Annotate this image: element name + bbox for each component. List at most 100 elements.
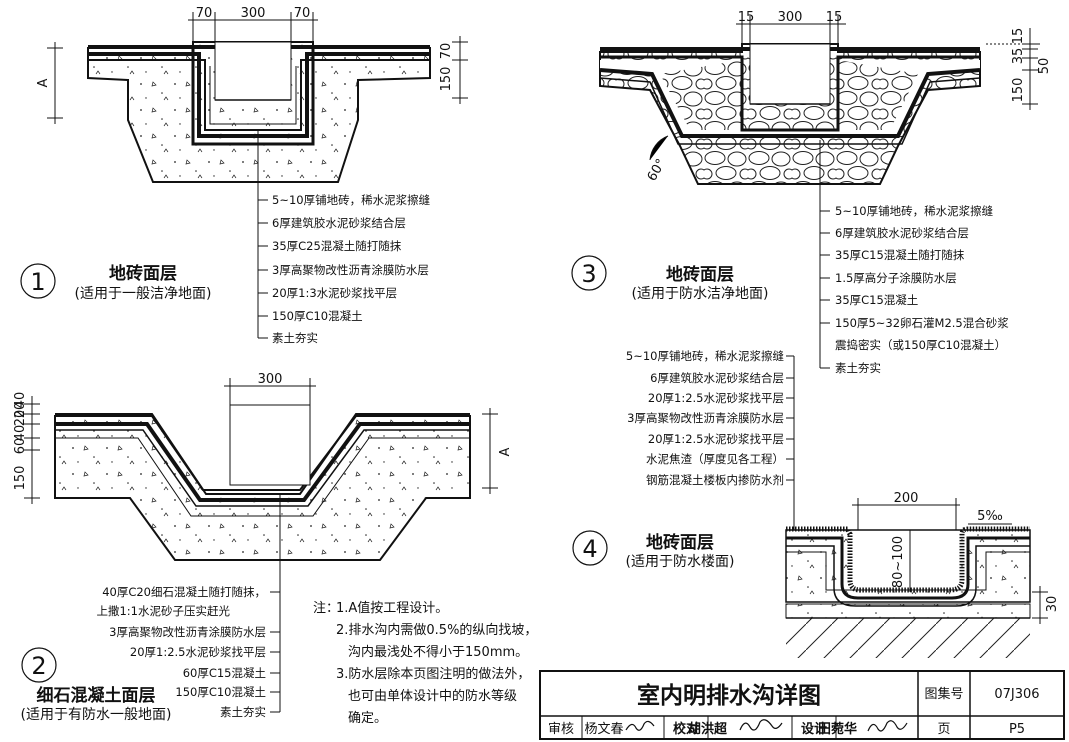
detail-2-dim-side-2: 20 — [13, 410, 28, 427]
detail-1-subtitle: (适用于一般洁净地面) — [75, 286, 212, 302]
detail-2-section: 300 40 20 40 150 60 20 A 40厚C20细石混凝土随打随抹… — [13, 372, 513, 723]
detail-4-dimensions — [852, 498, 1048, 624]
designer-signature — [867, 720, 908, 732]
detail-2-dim-top: 300 — [258, 372, 283, 387]
detail-3-layer-5: 35厚C15混凝土 — [835, 293, 918, 307]
detail-3-layer-7: 素土夯实 — [835, 361, 881, 375]
detail-1-layer-5: 20厚1:3水泥砂浆找平层 — [272, 286, 397, 300]
detail-3-layers — [599, 68, 981, 138]
detail-2-dim-side-3: 40 — [13, 425, 28, 442]
detail-2-dim-side-6: 20 — [13, 402, 28, 419]
reviewer-signature — [625, 720, 655, 731]
designer-name: 田菀华 — [818, 721, 857, 737]
detail-4-section: 200 80~100 30 5‰ 5~10厚铺地砖，稀水泥浆擦缝 6厚建筑胶水泥… — [572, 349, 1060, 658]
detail-4-layer-4: 3厚高聚物改性沥青涂膜防水层 — [627, 411, 784, 425]
detail-2-dim-side-1: 40 — [13, 392, 28, 409]
detail-2-layer-1: 40厚C20细石混凝土随打随抹， — [102, 585, 266, 599]
detail-3-dim-side-4: 150 — [1011, 78, 1026, 103]
detail-1-section: 70 300 70 70 150 A 5~10厚铺地砖，稀水泥浆擦缝 6厚建筑胶… — [20, 6, 468, 345]
detail-2-layer-2: 3厚高聚物改性沥青涂膜防水层 — [109, 625, 266, 639]
detail-2-leader — [270, 495, 281, 713]
detail-4-layer-6: 水泥焦渣（厚度见各工程） — [646, 452, 784, 466]
detail-4-subtitle: (适用于防水楼面) — [626, 554, 735, 570]
detail-3-leader — [819, 140, 830, 369]
detail-2-layer-1b: 上撒1:1水泥砂子压实赶光 — [96, 604, 230, 618]
detail-1-layer-6: 150厚C10混凝土 — [272, 309, 363, 323]
note-1: 1.A值按工程设计。 — [336, 600, 448, 616]
detail-1-dim-top-left: 70 — [196, 6, 213, 21]
detail-4-layer-1: 5~10厚铺地砖，稀水泥浆擦缝 — [626, 349, 785, 363]
reviewer-name: 杨文春 — [584, 722, 623, 737]
detail-1-layer-7: 素土夯实 — [272, 331, 318, 345]
detail-3-dimensions — [649, 16, 1040, 161]
detail-1-dim-side-bottom: 150 — [439, 67, 454, 92]
detail-2-layer-4: 60厚C15混凝土 — [183, 666, 266, 680]
detail-2-title: 细石混凝土面层 — [37, 685, 156, 706]
detail-4-layer-7: 钢筋混凝土楼板内掺防水剂 — [646, 473, 784, 487]
detail-1-dimensions — [47, 12, 468, 124]
detail-3-dim-side-2: 50 — [1037, 58, 1052, 75]
detail-4-layer-3: 20厚1:2.5水泥砂浆找平层 — [648, 391, 784, 405]
detail-3-layer-4: 1.5厚高分子涂膜防水层 — [835, 271, 957, 285]
detail-3-layer-3: 35厚C15混凝土随打随抹 — [835, 248, 965, 262]
detail-2-layers — [55, 422, 470, 502]
detail-1-layers — [88, 52, 430, 138]
detail-3-angle: 60° — [645, 157, 670, 184]
note-2: 2.排水沟内需做0.5%的纵向找坡， — [336, 622, 537, 638]
detail-3-layer-2: 6厚建筑胶水泥砂浆结合层 — [835, 226, 969, 240]
detail-1-layer-3: 35厚C25混凝土随打随抹 — [272, 239, 402, 253]
detail-4-dim-width: 200 — [894, 491, 919, 506]
detail-1-title: 地砖面层 — [109, 263, 177, 284]
detail-3-number: 3 — [581, 260, 596, 288]
detail-3-number-circle — [571, 255, 607, 291]
detail-1-layer-4: 3厚高聚物改性沥青涂膜防水层 — [272, 263, 429, 277]
detail-4-title: 地砖面层 — [646, 532, 714, 553]
notes-head: 注： — [313, 601, 339, 616]
detail-1-dim-a: A — [36, 78, 51, 87]
detail-2-layer-6: 素土夯实 — [220, 705, 266, 719]
detail-4-number: 4 — [582, 535, 597, 563]
detail-4-layers — [786, 536, 1030, 600]
sheet-title: 室内明排水沟详图 — [637, 682, 821, 709]
page-number: P5 — [1009, 722, 1025, 737]
detail-2-dim-side-4: 150 — [13, 466, 28, 491]
detail-4-dim-30: 30 — [1045, 596, 1060, 613]
checker-name: 胡洪超 — [688, 721, 728, 737]
detail-1-dim-top-mid: 300 — [241, 6, 266, 21]
atlas-label: 图集号 — [924, 686, 963, 702]
note-3c: 确定。 — [348, 711, 387, 726]
detail-2-dim-side-5: 60 — [13, 438, 28, 455]
detail-3-layer-6: 150厚5~32卵石灌M2.5混合砂浆 — [835, 316, 1009, 330]
check-label: 校对 — [673, 721, 699, 737]
detail-3-layer-6b: 震捣密实（或150厚C10混凝土） — [835, 338, 1006, 352]
detail-2-dim-a: A — [498, 447, 513, 456]
detail-2-number-circle — [21, 647, 57, 683]
page-label: 页 — [937, 722, 950, 737]
detail-2-layer-3: 20厚1:2.5水泥砂浆找平层 — [130, 645, 266, 659]
detail-3-title: 地砖面层 — [666, 264, 734, 285]
detail-4-layer-2: 6厚建筑胶水泥砂浆结合层 — [650, 371, 784, 385]
detail-3-dim-side-1: 15 — [1011, 28, 1026, 45]
detail-2-number: 2 — [31, 652, 46, 680]
detail-1-dim-top-right: 70 — [294, 6, 311, 21]
detail-3-subtitle: (适用于防水洁净地面) — [632, 286, 769, 302]
checker-signature — [739, 719, 783, 731]
detail-3-layer-1: 5~10厚铺地砖，稀水泥浆擦缝 — [835, 204, 994, 218]
note-2b: 沟内最浅处不得小于150mm。 — [348, 644, 528, 660]
detail-4-number-circle — [572, 530, 608, 566]
note-3: 3.防水层除本页图注明的做法外， — [336, 666, 530, 682]
detail-2-layer-5: 150厚C10混凝土 — [175, 685, 266, 699]
detail-1-dim-side-top: 70 — [439, 43, 454, 60]
detail-4-slope: 5‰ — [977, 509, 1003, 524]
detail-1-leader — [257, 130, 268, 339]
detail-4-dim-depth: 80~100 — [891, 536, 906, 588]
notes: 注： 1.A值按工程设计。 2.排水沟内需做0.5%的纵向找坡， 沟内最浅处不得… — [313, 600, 537, 726]
detail-3-dim-top-left: 15 — [738, 10, 755, 25]
review-label: 审核 — [548, 722, 574, 737]
detail-1-layer-2: 6厚建筑胶水泥砂浆结合层 — [272, 216, 406, 230]
detail-3-dim-top-right: 15 — [826, 10, 843, 25]
detail-3-dim-top-mid: 300 — [778, 10, 803, 25]
detail-1-number-circle — [20, 263, 56, 299]
detail-3-dim-side-3: 35 — [1011, 48, 1026, 65]
